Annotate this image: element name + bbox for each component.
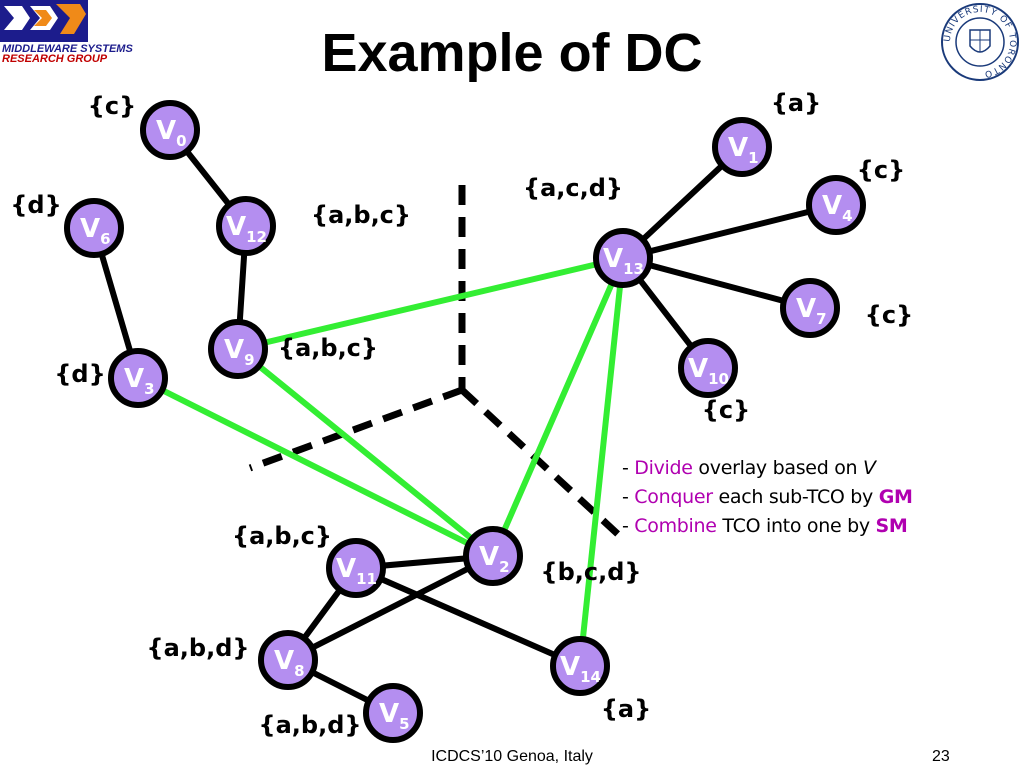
merge-edge-v9-v2 <box>235 346 496 559</box>
topic-label-v10: {c} <box>702 396 750 424</box>
node-label-v10: V10 <box>688 354 729 388</box>
node-label-v0: V0 <box>156 116 187 150</box>
research-group-name: MIDDLEWARE SYSTEMS RESEARCH GROUP <box>2 43 133 65</box>
node-label-v4: V4 <box>822 191 853 225</box>
topic-label-v1: {a} <box>771 89 821 117</box>
slide-title: Example of DC <box>321 23 703 83</box>
node-label-v14: V14 <box>560 652 601 686</box>
topic-label-v2: {b,c,d} <box>541 558 642 586</box>
node-label-v13: V13 <box>603 244 644 278</box>
note-verb: Conquer <box>634 486 713 508</box>
node-v6: V6 <box>64 198 124 258</box>
group-name-line2: RESEARCH GROUP <box>2 53 108 65</box>
topic-label-v0: {c} <box>88 92 136 120</box>
topic-label-v8: {a,b,d} <box>147 634 250 662</box>
merge-edge-v13-v14 <box>577 255 626 669</box>
merge-edge-v13-v2 <box>490 255 626 559</box>
node-circle-v4 <box>806 175 866 235</box>
node-label-v6: V6 <box>80 214 111 248</box>
node-label-v2: V2 <box>479 542 510 576</box>
node-circle-v14 <box>550 636 610 696</box>
divider-right <box>459 387 625 541</box>
node-circle-v13 <box>593 228 653 288</box>
node-circle-v10 <box>678 338 738 398</box>
topic-label-v4: {c} <box>857 156 905 184</box>
note-line-1: - Divide overlay based on V <box>622 454 913 483</box>
topic-label-v13: {a,c,d} <box>523 174 623 202</box>
note-tail: GM <box>878 486 913 508</box>
node-circle-v2 <box>463 526 523 586</box>
topic-label-v7: {c} <box>865 301 913 329</box>
group-name-line1: MIDDLEWARE SYSTEMS <box>2 43 133 55</box>
node-v1: V1 <box>712 117 772 177</box>
topic-labels: {c} {a} {c} {a,c,d} {d} {a,b,c} {c} {a,b,c} {d} {… <box>10 89 913 739</box>
topic-label-v3: {d} <box>54 360 105 388</box>
node-circle-v6 <box>64 198 124 258</box>
edge-v2-v8 <box>285 553 496 663</box>
node-v2: V2 <box>463 526 523 586</box>
note-verb: Divide <box>634 457 693 479</box>
node-circle-v1 <box>712 117 772 177</box>
topic-label-v5: {a,b,d} <box>259 711 362 739</box>
node-v14: V14 <box>550 636 610 696</box>
topic-label-v11: {a,b,c} <box>232 522 332 550</box>
note-verb: Combine <box>634 515 717 537</box>
topic-label-v9: {a,b,c} <box>278 334 378 362</box>
topic-label-v6: {d} <box>10 191 61 219</box>
note-dash: - <box>622 486 635 508</box>
note-rest: each sub-TCO by <box>712 486 879 508</box>
edge-v13-v7 <box>620 255 813 311</box>
node-circle-v0 <box>140 100 200 160</box>
node-circle-v11 <box>326 538 386 598</box>
node-v11: V11 <box>326 538 386 598</box>
node-circle-v12 <box>216 196 276 256</box>
node-v12: V12 <box>216 196 276 256</box>
node-label-v5: V5 <box>379 699 410 733</box>
note-tail: SM <box>875 515 908 537</box>
node-v13: V13 <box>593 228 653 288</box>
node-v5: V5 <box>363 683 423 743</box>
topic-label-v14: {a} <box>601 695 651 723</box>
node-label-v1: V1 <box>728 133 759 167</box>
node-label-v9: V9 <box>224 335 255 369</box>
node-circle-v7 <box>780 278 840 338</box>
node-v8: V8 <box>258 630 318 690</box>
partition-dividers <box>248 185 625 541</box>
node-v3: V3 <box>108 348 168 408</box>
university-of-toronto-seal: UNIVERSITY OF TORONTO <box>941 3 1019 81</box>
node-v0: V0 <box>140 100 200 160</box>
node-circle-v3 <box>108 348 168 408</box>
node-label-v8: V8 <box>274 646 305 680</box>
note-line-2: - Conquer each sub-TCO by GM <box>622 483 913 512</box>
node-label-v3: V3 <box>124 364 155 398</box>
method-notes: - Divide overlay based on V- Conquer eac… <box>622 454 913 541</box>
edge-v13-v4 <box>620 202 839 261</box>
node-circle-v8 <box>258 630 318 690</box>
page-number: 23 <box>932 748 950 765</box>
note-dash: - <box>622 457 635 479</box>
divider-left <box>248 386 464 472</box>
node-v4: V4 <box>806 175 866 235</box>
footer-venue: ICDCS’10 Genoa, Italy <box>431 748 593 765</box>
node-v7: V7 <box>780 278 840 338</box>
note-line-3: - Combine TCO into one by SM <box>622 512 913 541</box>
note-rest: TCO into one by <box>716 515 876 537</box>
node-v9: V9 <box>208 319 268 379</box>
merge-edge-v9-v13 <box>235 255 626 352</box>
note-tail: V <box>863 457 876 479</box>
note-dash: - <box>622 515 635 537</box>
topic-label-v12: {a,b,c} <box>311 201 411 229</box>
node-label-v11: V11 <box>336 554 377 588</box>
msrg-logo-icon <box>0 0 88 42</box>
node-v10: V10 <box>678 338 738 398</box>
node-circle-v5 <box>363 683 423 743</box>
node-circle-v9 <box>208 319 268 379</box>
node-label-v12: V12 <box>226 212 267 246</box>
node-label-v7: V7 <box>796 294 827 328</box>
merge-edge-v3-v2 <box>135 375 496 559</box>
note-rest: overlay based on <box>692 457 864 479</box>
edge-v11-v14 <box>353 565 583 669</box>
